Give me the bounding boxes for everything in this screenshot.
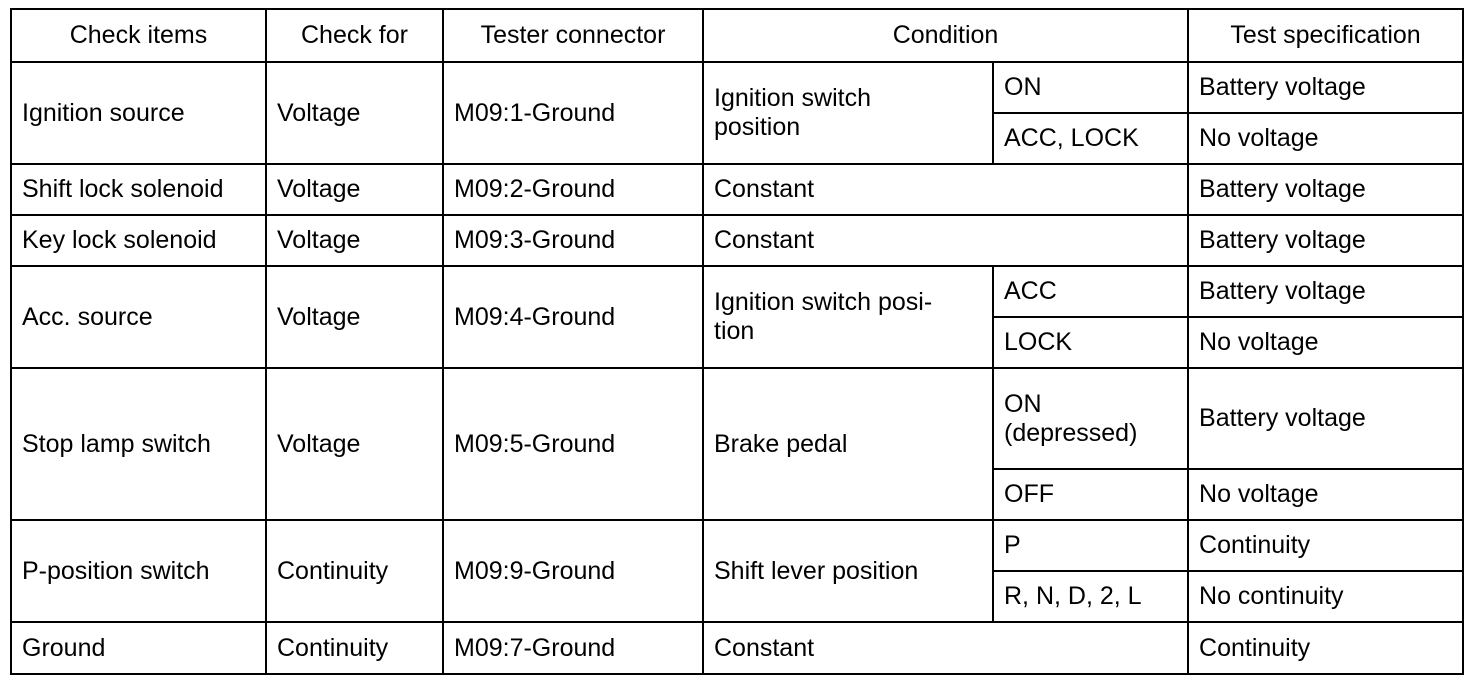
cell-check-item: Acc. source bbox=[10, 265, 267, 369]
cell-test-spec: Battery voltage bbox=[1187, 265, 1465, 318]
table-row: Ground Continuity M09:7-Ground Constant … bbox=[10, 621, 1465, 675]
cell-test-spec: No voltage bbox=[1187, 468, 1465, 521]
cell-tester-connector: M09:2-Ground bbox=[442, 163, 704, 216]
condition-line-1: Ignition switch posi- bbox=[714, 288, 933, 316]
cell-check-for: Voltage bbox=[265, 163, 444, 216]
column-header-check-for: Check for bbox=[265, 8, 444, 63]
cell-test-spec: Battery voltage bbox=[1187, 367, 1465, 470]
cell-check-item: Stop lamp switch bbox=[10, 367, 267, 521]
table-row: R, N, D, 2, L No continuity bbox=[11, 570, 1465, 623]
cell-sub-condition: ACC, LOCK bbox=[991, 112, 1190, 165]
cell-condition: Constant bbox=[701, 621, 1190, 675]
cell-tester-connector: M09:5-Ground bbox=[442, 367, 704, 521]
table-header: Check items Check for Tester connector C… bbox=[10, 8, 1465, 63]
cell-condition: Brake pedal bbox=[702, 367, 994, 521]
condition-line-2: position bbox=[714, 113, 801, 141]
inspection-spec-table: Check items Check for Tester connector C… bbox=[10, 8, 1465, 675]
cell-check-for: Voltage bbox=[265, 265, 444, 369]
cell-check-for: Voltage bbox=[265, 61, 444, 165]
cell-test-spec: No continuity bbox=[1187, 570, 1465, 623]
cell-sub-condition: ON (depressed) bbox=[991, 367, 1190, 470]
table-row: Shift lock solenoid Voltage M09:2-Ground… bbox=[10, 163, 1465, 216]
sub-condition-line-2: (depressed) bbox=[1004, 418, 1138, 447]
condition-line-2: tion bbox=[714, 317, 755, 345]
cell-check-item: Ground bbox=[10, 621, 267, 675]
cell-sub-condition: P bbox=[991, 519, 1190, 572]
cell-check-item: P-position switch bbox=[10, 519, 267, 623]
table-row: P-position switch Continuity M09:9-Groun… bbox=[10, 519, 1465, 623]
table-row: Acc. source Voltage M09:4-Ground Ignitio… bbox=[10, 265, 1465, 369]
cell-check-item: Key lock solenoid bbox=[10, 214, 267, 267]
cell-tester-connector: M09:9-Ground bbox=[442, 519, 704, 623]
table-row: Key lock solenoid Voltage M09:3-Ground C… bbox=[10, 214, 1465, 267]
cell-test-spec: Continuity bbox=[1187, 519, 1465, 572]
column-header-condition: Condition bbox=[701, 8, 1190, 63]
cell-sub-condition: OFF bbox=[991, 468, 1190, 521]
table-row: OFF No voltage bbox=[11, 468, 1465, 521]
cell-condition: Ignition switch position bbox=[702, 61, 994, 165]
cell-test-spec: No voltage bbox=[1187, 112, 1465, 165]
cell-check-for: Voltage bbox=[265, 214, 444, 267]
sub-condition-line-1: ON bbox=[1004, 389, 1042, 418]
table-row: Ignition source Voltage M09:1-Ground Ign… bbox=[10, 61, 1465, 165]
condition-line-1: Ignition switch bbox=[714, 84, 872, 112]
cell-sub-condition: ON bbox=[991, 61, 1190, 114]
column-header-tester-connector: Tester connector bbox=[442, 8, 704, 63]
cell-tester-connector: M09:4-Ground bbox=[442, 265, 704, 369]
cell-test-spec: Battery voltage bbox=[1187, 214, 1465, 267]
cell-check-for: Continuity bbox=[265, 519, 444, 623]
table-row: LOCK No voltage bbox=[11, 316, 1465, 369]
cell-test-spec: Continuity bbox=[1187, 621, 1465, 675]
column-header-test-specification: Test specification bbox=[1187, 8, 1465, 63]
header-row: Check items Check for Tester connector C… bbox=[10, 8, 1465, 63]
cell-tester-connector: M09:3-Ground bbox=[442, 214, 704, 267]
cell-check-item: Ignition source bbox=[10, 61, 267, 165]
cell-check-for: Continuity bbox=[265, 621, 444, 675]
cell-test-spec: Battery voltage bbox=[1187, 61, 1465, 114]
column-header-check-items: Check items bbox=[10, 8, 267, 63]
cell-check-item: Shift lock solenoid bbox=[10, 163, 267, 216]
cell-sub-condition: R, N, D, 2, L bbox=[991, 570, 1190, 623]
cell-test-spec: No voltage bbox=[1187, 316, 1465, 369]
cell-condition: Shift lever position bbox=[702, 519, 994, 623]
table-page: Check items Check for Tester connector C… bbox=[10, 8, 1465, 675]
cell-tester-connector: M09:1-Ground bbox=[442, 61, 704, 165]
cell-test-spec: Battery voltage bbox=[1187, 163, 1465, 216]
cell-condition: Constant bbox=[701, 163, 1190, 216]
cell-tester-connector: M09:7-Ground bbox=[442, 621, 704, 675]
table-row: ACC, LOCK No voltage bbox=[11, 112, 1465, 165]
table-body: Ignition source Voltage M09:1-Ground Ign… bbox=[10, 61, 1465, 675]
cell-condition: Ignition switch posi- tion bbox=[702, 265, 994, 369]
cell-sub-condition: LOCK bbox=[991, 316, 1190, 369]
table-row: Stop lamp switch Voltage M09:5-Ground Br… bbox=[10, 367, 1465, 521]
cell-condition: Constant bbox=[701, 214, 1190, 267]
cell-sub-condition: ACC bbox=[991, 265, 1190, 318]
cell-check-for: Voltage bbox=[265, 367, 444, 521]
